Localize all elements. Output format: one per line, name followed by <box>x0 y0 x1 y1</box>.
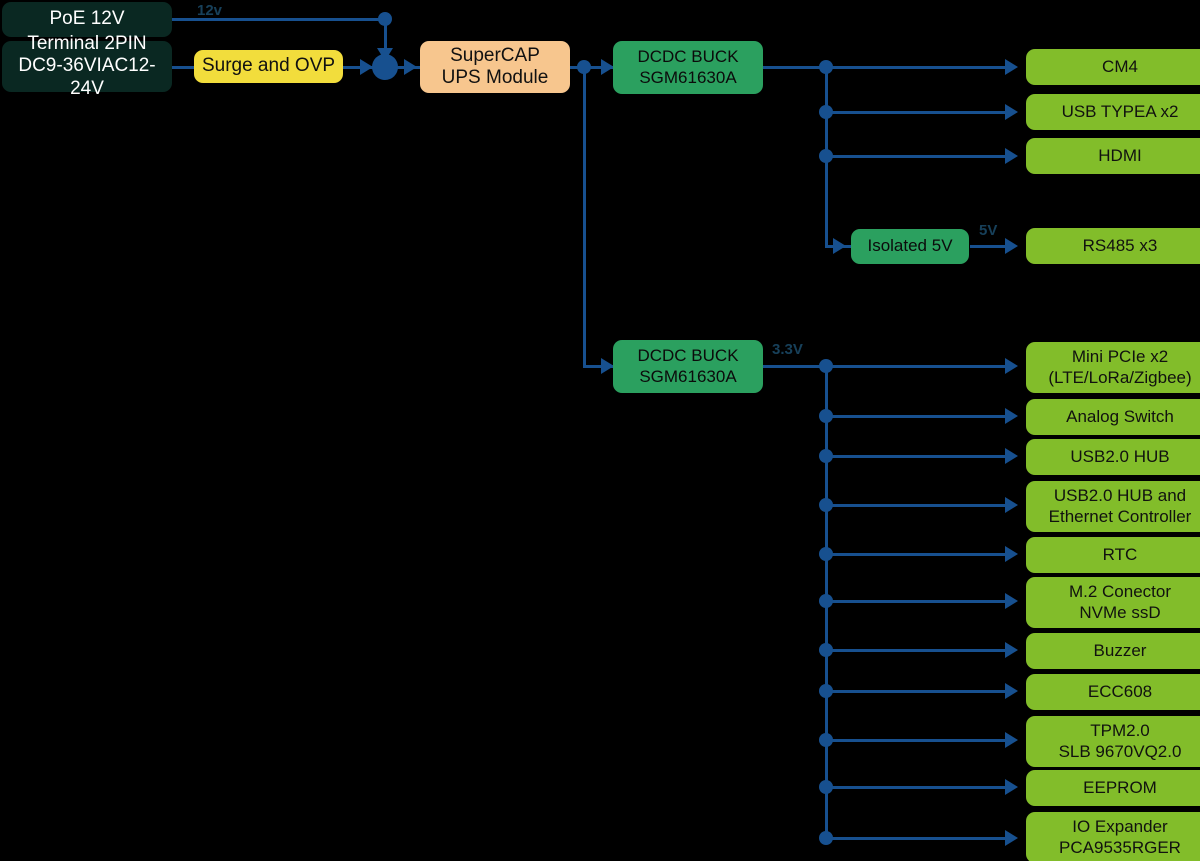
node-terminal-2pin[interactable]: Terminal 2PIN DC9-36VIAC12-24V <box>2 33 172 99</box>
wire-poe-drop <box>384 18 387 52</box>
arrow-rail-b-usbeth <box>1005 497 1018 513</box>
arrow-rail-b-rtc <box>1005 546 1018 562</box>
junction-rail-b-usbeth <box>819 498 833 512</box>
node-isolated-5v[interactable]: Isolated 5V <box>851 229 969 264</box>
node-mini-pcie[interactable]: Mini PCIe x2 (LTE/LoRa/Zigbee) <box>1026 342 1200 393</box>
arrow-trunk-to-buck3v3 <box>601 358 614 374</box>
junction-rail-b-ioexp <box>819 831 833 845</box>
wire-poe-to-merge <box>171 18 388 21</box>
node-analog-switch[interactable]: Analog Switch <box>1026 399 1200 435</box>
node-poe-12v[interactable]: PoE 12V <box>2 2 172 37</box>
wire-iso5v-to-rs485 <box>970 245 1013 248</box>
arrow-rail-a-cm4 <box>1005 59 1018 75</box>
junction-rail-b-ecc <box>819 684 833 698</box>
wire-rail-b-usbhub <box>825 455 1013 458</box>
wire-rail-b-m2 <box>825 600 1013 603</box>
arrow-iso5v-to-rs485 <box>1005 238 1018 254</box>
arrow-rail-a-to-iso5v <box>833 238 846 254</box>
junction-rail-b-m2 <box>819 594 833 608</box>
node-rtc[interactable]: RTC <box>1026 537 1200 573</box>
junction-power-merge <box>372 54 398 80</box>
node-supercap-ups[interactable]: SuperCAP UPS Module <box>420 41 570 93</box>
node-rs485[interactable]: RS485 x3 <box>1026 228 1200 264</box>
wire-rail-b-tpm <box>825 739 1013 742</box>
wire-rail-b-buzzer <box>825 649 1013 652</box>
wire-ups-trunk-vertical <box>583 66 586 368</box>
arrow-ups-to-buck5v <box>601 59 614 75</box>
node-buzzer[interactable]: Buzzer <box>1026 633 1200 669</box>
junction-ups-trunk <box>577 60 591 74</box>
wire-label-5v: 5V <box>979 222 998 239</box>
node-hdmi[interactable]: HDMI <box>1026 138 1200 174</box>
junction-rail-b-usbhub <box>819 449 833 463</box>
junction-rail-b-pcie <box>819 359 833 373</box>
node-cm4[interactable]: CM4 <box>1026 49 1200 85</box>
arrow-merge-to-ups <box>404 59 417 75</box>
arrow-rail-b-tpm <box>1005 732 1018 748</box>
arrow-rail-b-ecc <box>1005 683 1018 699</box>
wire-rail-a-hdmi <box>825 155 1013 158</box>
arrow-rail-b-ioexp <box>1005 830 1018 846</box>
arrow-rail-b-usbhub <box>1005 448 1018 464</box>
wire-rail-b-usbeth <box>825 504 1013 507</box>
node-usb-typea[interactable]: USB TYPEA x2 <box>1026 94 1200 130</box>
node-tpm[interactable]: TPM2.0 SLB 9670VQ2.0 <box>1026 716 1200 767</box>
wire-label-3v3: 3.3V <box>772 341 803 358</box>
wire-buck5v-out <box>763 66 1013 69</box>
node-io-expander[interactable]: IO Expander PCA9535RGER <box>1026 812 1200 861</box>
junction-rail-b-analog <box>819 409 833 423</box>
arrow-rail-b-analog <box>1005 408 1018 424</box>
arrow-rail-b-eeprom <box>1005 779 1018 795</box>
arrow-rail-a-usb <box>1005 104 1018 120</box>
node-ecc608[interactable]: ECC608 <box>1026 674 1200 710</box>
arrow-rail-b-pcie <box>1005 358 1018 374</box>
wire-rail-b-ioexp <box>825 837 1013 840</box>
wire-rail-b-eeprom <box>825 786 1013 789</box>
junction-rail-a-hdmi <box>819 149 833 163</box>
node-dcdc-buck-3v3[interactable]: DCDC BUCK SGM61630A <box>613 340 763 393</box>
wire-buck3v3-out <box>763 365 1013 368</box>
node-m2-connector[interactable]: M.2 Conector NVMe ssD <box>1026 577 1200 628</box>
wire-ups-out <box>569 66 621 69</box>
node-dcdc-buck-5v[interactable]: DCDC BUCK SGM61630A <box>613 41 763 94</box>
junction-rail-b-eeprom <box>819 780 833 794</box>
wire-rail-a-usb <box>825 111 1013 114</box>
wire-rail-b-analog <box>825 415 1013 418</box>
node-eeprom[interactable]: EEPROM <box>1026 770 1200 806</box>
node-surge-ovp[interactable]: Surge and OVP <box>194 50 343 83</box>
node-usb2-hub-ethernet[interactable]: USB2.0 HUB and Ethernet Controller <box>1026 481 1200 532</box>
wire-merge-to-ups <box>384 66 420 69</box>
junction-rail-b-rtc <box>819 547 833 561</box>
junction-poe-tap <box>378 12 392 26</box>
junction-rail-b-buzzer <box>819 643 833 657</box>
node-usb2-hub[interactable]: USB2.0 HUB <box>1026 439 1200 475</box>
wire-terminal-to-surge <box>171 66 196 69</box>
arrow-rail-b-m2 <box>1005 593 1018 609</box>
junction-rail-b-tpm <box>819 733 833 747</box>
arrow-rail-a-hdmi <box>1005 148 1018 164</box>
junction-rail-a-usb <box>819 105 833 119</box>
wire-rail-b-ecc <box>825 690 1013 693</box>
arrow-surge-to-merge <box>360 59 373 75</box>
wire-label-12v: 12v <box>197 2 223 19</box>
arrow-rail-b-buzzer <box>1005 642 1018 658</box>
wire-rail-b-rtc <box>825 553 1013 556</box>
junction-rail-a-cm4 <box>819 60 833 74</box>
